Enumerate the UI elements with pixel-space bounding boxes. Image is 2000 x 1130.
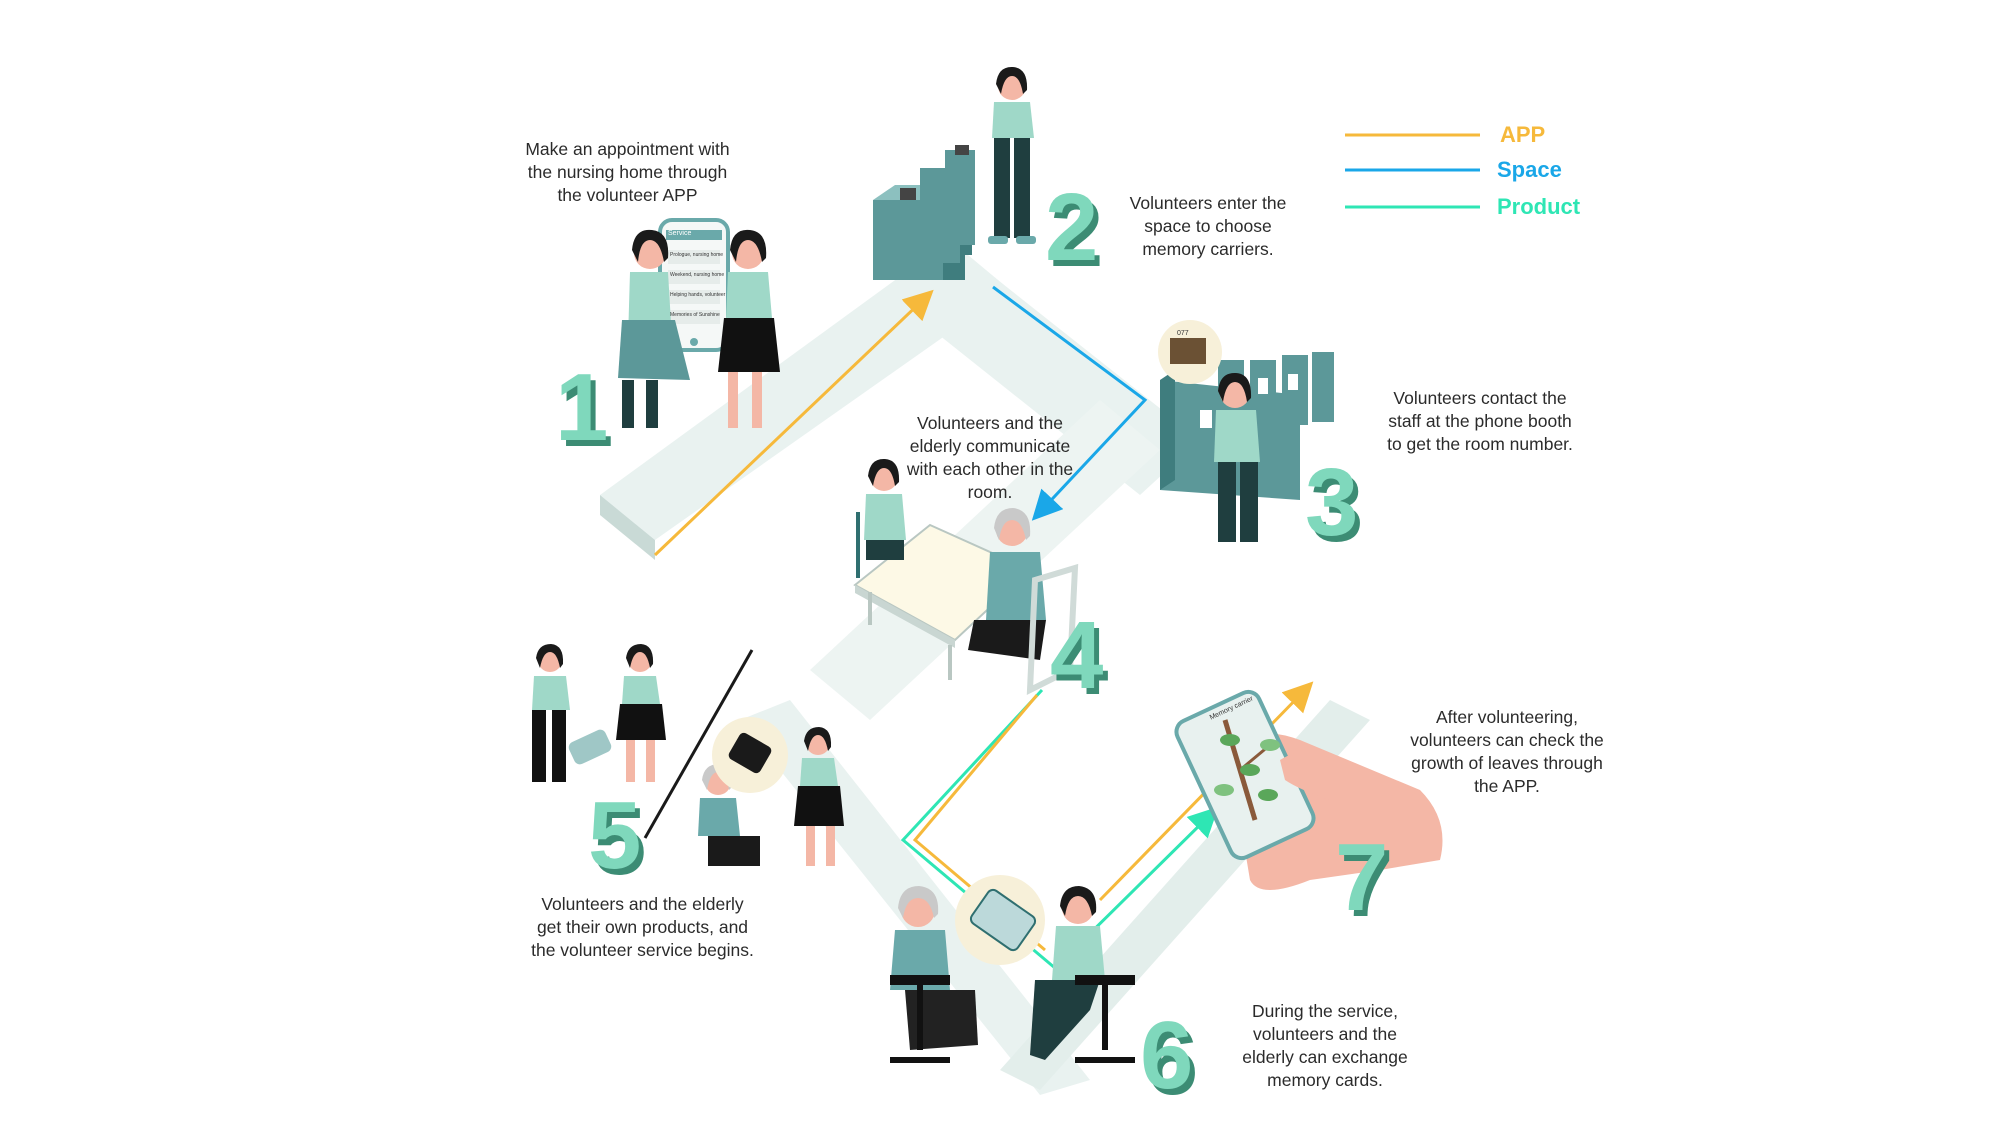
step-5-caption: Volunteers and the elderly get their own… xyxy=(520,893,765,962)
step-4-caption-line: elderly communicate xyxy=(909,436,1071,456)
step-number-5: 5 xyxy=(588,782,642,889)
step-1-caption-line: Make an appointment with xyxy=(525,139,730,159)
legend-lines xyxy=(1345,133,1480,209)
step-6-caption-line: During the service, xyxy=(1252,1001,1398,1021)
step-number-3: 3 xyxy=(1305,449,1359,556)
step-7-caption-line: volunteers can check the xyxy=(1410,730,1604,750)
step-6-caption: During the service, volunteers and the e… xyxy=(1225,1000,1425,1092)
step-3-caption-line: Volunteers contact the xyxy=(1393,388,1567,408)
phone-screen-item: Prologue, nursing home xyxy=(670,252,724,258)
booth-sign-number: 077 xyxy=(1177,330,1189,337)
phone-screen-title: Service xyxy=(668,230,692,237)
phone-screen-item: Helping hands, volunteer xyxy=(670,292,726,298)
step-2-caption-line: Volunteers enter the xyxy=(1129,193,1287,213)
step-5-caption-line: get their own products, and xyxy=(536,917,749,937)
scene-4-room-meeting xyxy=(853,458,1079,695)
step-7-caption: After volunteering, volunteers can check… xyxy=(1392,706,1622,798)
step-2-caption-line: memory carriers. xyxy=(1142,239,1274,259)
step-2-caption-line: space to choose xyxy=(1144,216,1272,236)
step-7-caption-line: After volunteering, xyxy=(1435,707,1579,727)
legend-label-product: Product xyxy=(1497,194,1581,219)
step-7-caption-line: the APP. xyxy=(1474,776,1540,796)
step-3-caption: Volunteers contact the staff at the phon… xyxy=(1370,387,1590,456)
scene-6-card-exchange xyxy=(890,875,1135,1063)
step-6-caption-line: volunteers and the xyxy=(1253,1024,1397,1044)
step-4-caption-line: with each other in the xyxy=(906,459,1074,479)
step-3-caption-line: staff at the phone booth xyxy=(1388,411,1572,431)
legend-label-space: Space xyxy=(1497,157,1562,182)
step-4-caption-line: Volunteers and the xyxy=(917,413,1063,433)
legend-label-app: APP xyxy=(1500,122,1546,147)
step-2-caption: Volunteers enter the space to choose mem… xyxy=(1108,192,1308,261)
step-7-caption-line: growth of leaves through xyxy=(1411,753,1603,773)
step-number-1: 1 xyxy=(555,354,609,461)
scene-3-phone-booth xyxy=(1158,320,1334,542)
step-4-caption: Volunteers and the elderly communicate w… xyxy=(890,412,1090,504)
step-number-4: 4 xyxy=(1050,602,1104,709)
scene-1-app-booking xyxy=(618,218,780,428)
step-number-7: 7 xyxy=(1335,824,1389,931)
scene-5-products xyxy=(532,644,844,866)
scene-2-memory-carrier-counters xyxy=(873,66,1036,280)
step-5-caption-line: Volunteers and the elderly xyxy=(541,894,744,914)
step-5-caption-line: the volunteer service begins. xyxy=(531,940,754,960)
step-3-caption-line: to get the room number. xyxy=(1387,434,1573,454)
step-number-2: 2 xyxy=(1045,174,1099,281)
phone-screen-item: Memories of Sunshine xyxy=(670,312,720,318)
step-1-caption-line: the volunteer APP xyxy=(557,185,698,205)
step-6-caption-line: elderly can exchange xyxy=(1242,1047,1408,1067)
step-6-caption-line: memory cards. xyxy=(1267,1070,1383,1090)
scene-7-leaf-growth-app xyxy=(1174,689,1443,890)
step-1-caption-line: the nursing home through xyxy=(527,162,728,182)
phone-screen-item: Weekend, nursing home xyxy=(670,272,725,278)
step-4-caption-line: room. xyxy=(967,482,1013,502)
step-number-6: 6 xyxy=(1140,1002,1194,1109)
step-1-caption: Make an appointment with the nursing hom… xyxy=(505,138,750,207)
